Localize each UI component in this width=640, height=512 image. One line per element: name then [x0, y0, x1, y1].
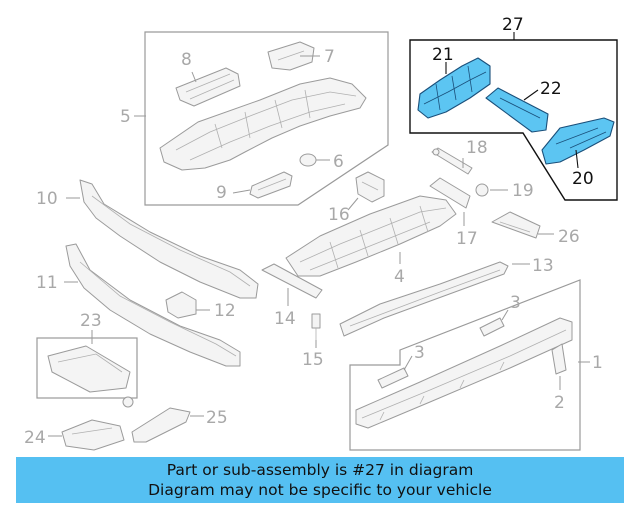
callout-9: 9	[216, 183, 227, 203]
callout-13: 13	[532, 256, 554, 276]
callout-10: 10	[36, 189, 58, 209]
side-member-upper	[79, 179, 259, 299]
banner-line-1: Part or sub-assembly is #27 in diagram	[166, 461, 474, 479]
callout-8: 8	[181, 50, 192, 70]
part-14-shape	[261, 263, 323, 299]
floor-pan	[285, 195, 457, 277]
part-9-shape	[249, 171, 293, 199]
group-box-27	[409, 39, 618, 201]
part-12-shape	[165, 291, 197, 319]
part-18-shape	[431, 147, 473, 175]
part-26-shape	[491, 211, 541, 239]
callout-12: 12	[214, 301, 236, 321]
part-15-shape	[311, 313, 321, 340]
callout-18: 18	[466, 138, 488, 158]
callout-3-upper: 3	[510, 293, 521, 313]
callout-7: 7	[324, 47, 335, 67]
part-2-shape	[551, 343, 567, 375]
callout-26: 26	[558, 227, 580, 247]
callout-25: 25	[206, 408, 228, 428]
callout-19: 19	[512, 181, 534, 201]
group-box-5	[144, 31, 389, 206]
part-21-highlight	[417, 57, 491, 119]
rocker-panel	[355, 317, 573, 429]
part-8-shape	[175, 67, 241, 107]
part-17-shape	[429, 177, 471, 209]
part-7-shape	[267, 41, 315, 71]
callout-22: 22	[540, 79, 562, 99]
callout-5: 5	[120, 107, 131, 127]
callout-3-lower: 3	[414, 343, 425, 363]
callout-17: 17	[456, 229, 478, 249]
part-23-shape	[47, 345, 134, 408]
part-20-highlight	[541, 117, 615, 165]
group-box-1	[349, 279, 581, 451]
part-16-shape	[355, 171, 385, 203]
callout-14: 14	[274, 309, 296, 329]
callout-27: 27	[502, 15, 524, 35]
callout-2: 2	[554, 393, 565, 413]
callout-20: 20	[572, 169, 594, 189]
side-member-lower	[65, 243, 241, 367]
callout-4: 4	[394, 267, 405, 287]
callout-11: 11	[36, 273, 58, 293]
callout-16: 16	[328, 205, 350, 225]
callout-24: 24	[24, 428, 46, 448]
callout-21: 21	[432, 45, 454, 65]
part-25-shape	[131, 407, 191, 443]
part-19-shape	[475, 183, 489, 197]
info-banner: Part or sub-assembly is #27 in diagram D…	[16, 457, 624, 503]
callout-23: 23	[80, 311, 102, 331]
callout-6: 6	[333, 152, 344, 172]
callout-1: 1	[592, 353, 603, 373]
group-box-23	[36, 337, 138, 399]
part-6-shape	[299, 153, 317, 167]
banner-line-2: Diagram may not be specific to your vehi…	[148, 481, 492, 499]
part-13-shape	[339, 261, 509, 337]
part-3-lower-shape	[377, 367, 409, 389]
part-3-upper-shape	[479, 317, 505, 337]
callout-15: 15	[302, 350, 324, 370]
floor-front-panel	[159, 77, 367, 171]
part-22-highlight	[485, 87, 549, 133]
part-24-shape	[61, 419, 125, 451]
